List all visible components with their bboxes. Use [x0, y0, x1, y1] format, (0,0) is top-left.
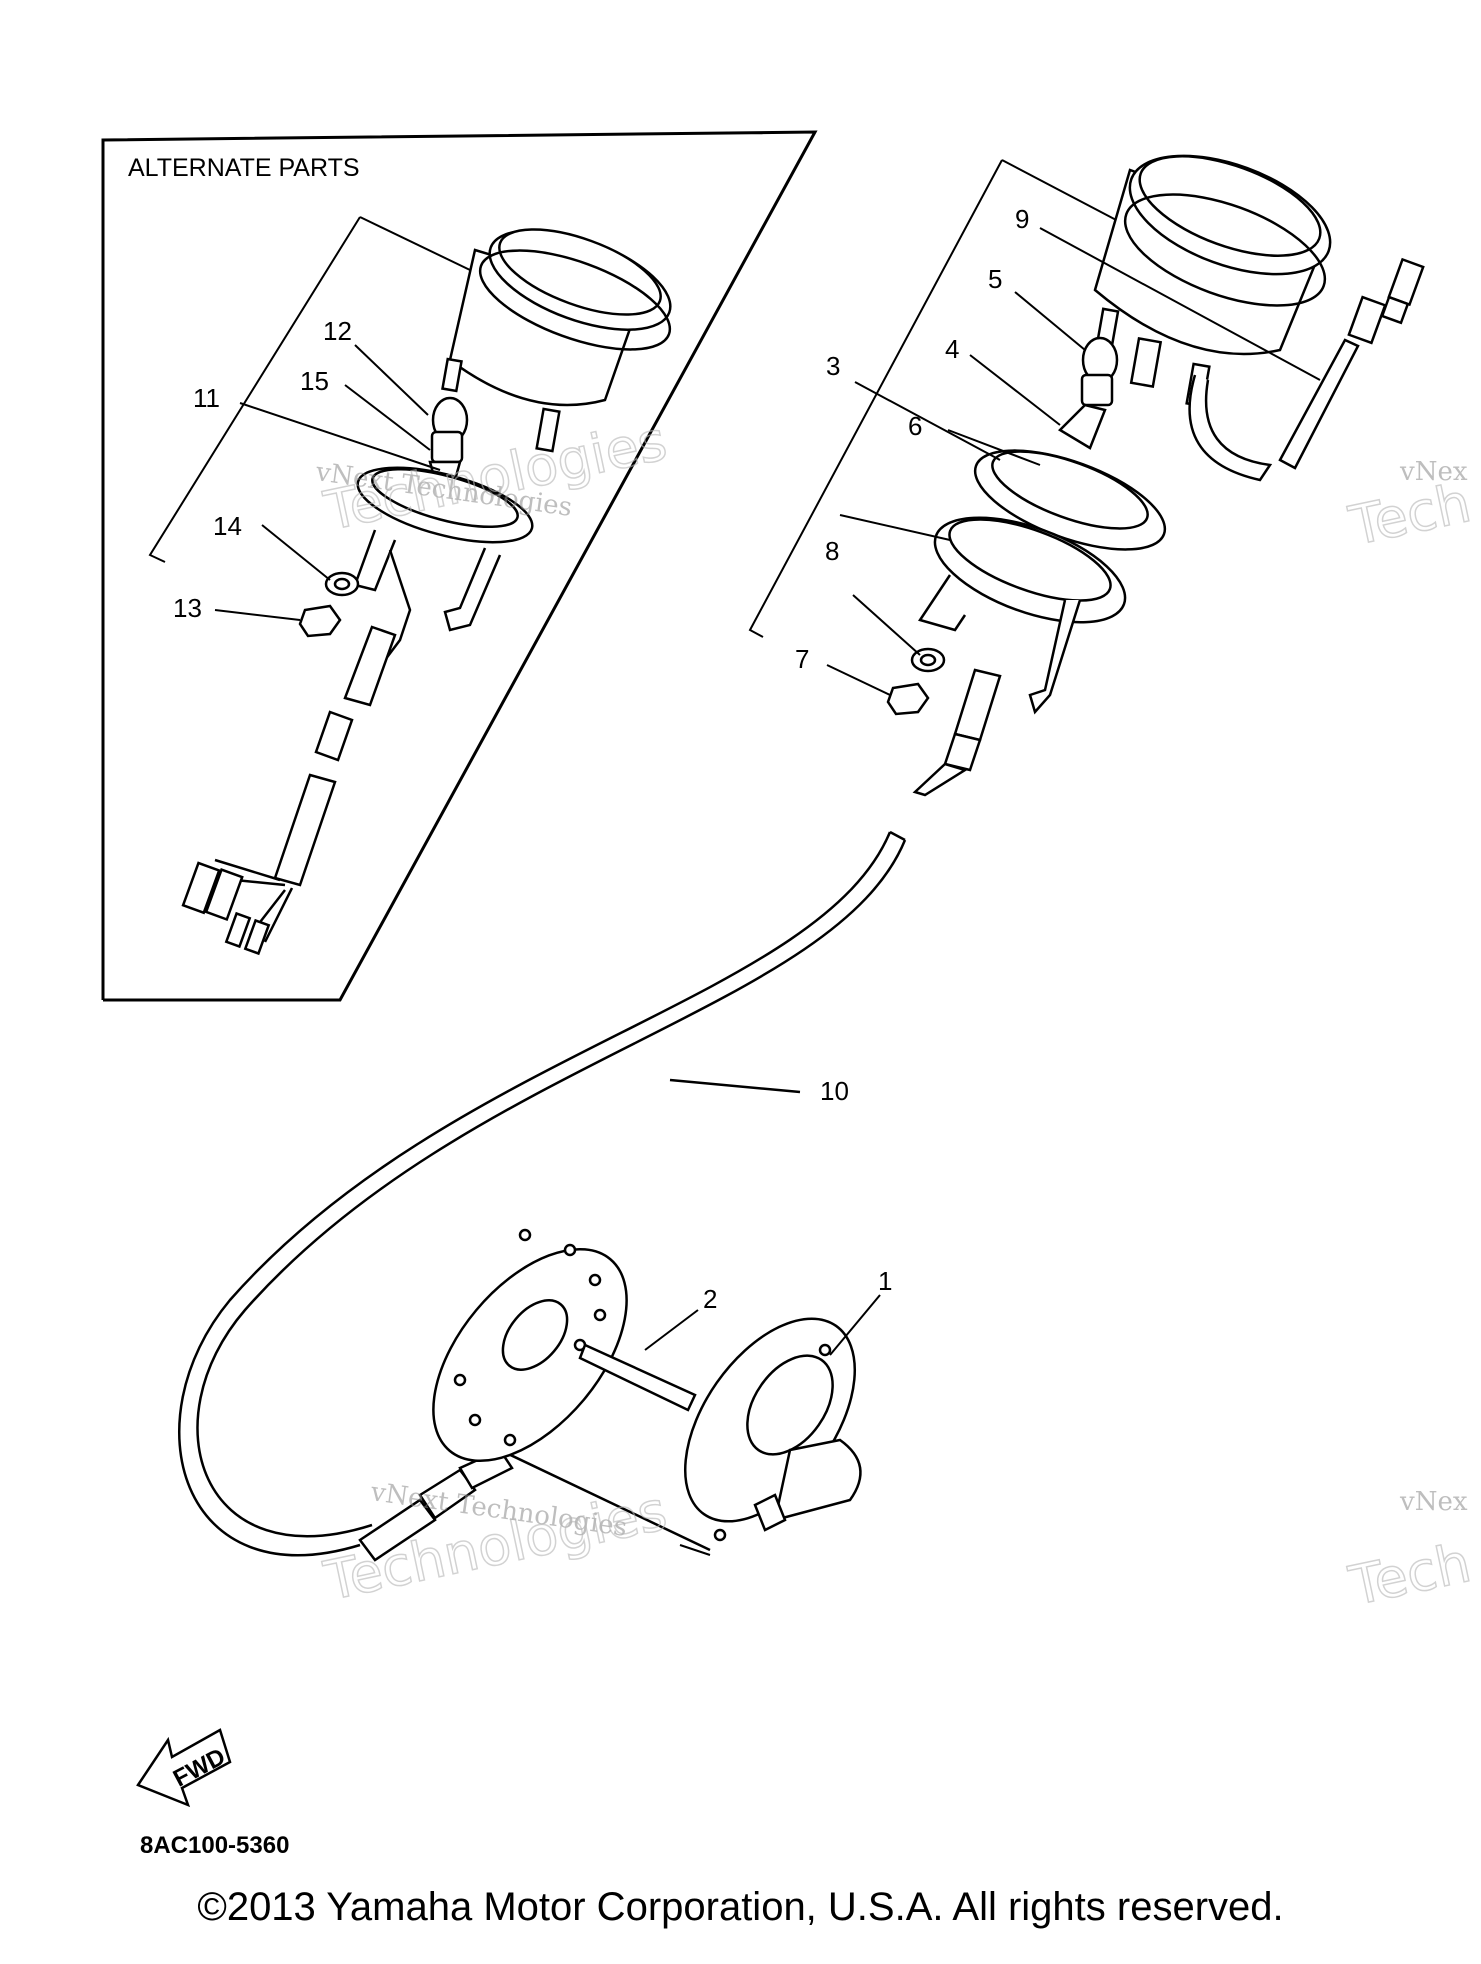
alternate-parts-frame	[101, 130, 818, 1002]
callout-9: 9	[1015, 204, 1029, 234]
copyright-notice: ©2013 Yamaha Motor Corporation, U.S.A. A…	[197, 1885, 1284, 1929]
callout-1: 1	[878, 1266, 892, 1296]
main-bracket-plate	[918, 449, 1167, 715]
fwd-arrow-icon	[136, 1728, 232, 1808]
alternate-washer-nut	[298, 571, 360, 638]
main-leaders	[826, 227, 1321, 696]
callout-10: 10	[820, 1076, 849, 1106]
callout-12: 12	[323, 316, 352, 346]
alternate-gauge	[441, 228, 672, 453]
callout-2: 2	[703, 1284, 717, 1314]
speedometer-cable	[178, 830, 907, 1557]
alternate-harness	[181, 625, 397, 956]
callout-13: 13	[173, 593, 202, 623]
main-gauge	[1093, 154, 1332, 482]
watermark-text: vNex	[1399, 1487, 1468, 1517]
callout-15: 15	[300, 366, 329, 396]
callout-8: 8	[825, 536, 839, 566]
sensor-housing	[683, 1317, 862, 1542]
watermark-text: Tech	[1344, 471, 1476, 558]
watermark-text: vNex	[1399, 457, 1468, 487]
rotor-plate	[432, 1228, 628, 1463]
callout-7: 7	[795, 644, 809, 674]
main-bracket	[748, 159, 1121, 638]
callout-6: 6	[908, 411, 922, 441]
alternate-leaders	[214, 344, 441, 621]
callout-11: 11	[193, 383, 220, 413]
drawing-code: 8AC100-5360	[140, 1832, 289, 1859]
callout-3: 3	[826, 351, 840, 381]
drive-shaft	[578, 1343, 697, 1412]
callout-14: 14	[213, 511, 242, 541]
main-bulb	[1057, 336, 1119, 450]
watermark-text: Tech	[1344, 1531, 1476, 1618]
cable-end-fitting	[358, 1448, 711, 1562]
callout-labels: 1 2 3 4 5 6 7 8 9 10 11 12 13 14 15	[173, 204, 1029, 1314]
main-connector	[886, 647, 1002, 797]
alternate-parts-title: ALTERNATE PARTS	[128, 154, 360, 182]
gauge-cable-fitting	[1278, 257, 1425, 470]
lower-leaders	[644, 1294, 881, 1556]
callout-4: 4	[945, 334, 959, 364]
callout-5: 5	[988, 264, 1002, 294]
alternate-bracket	[148, 216, 471, 563]
